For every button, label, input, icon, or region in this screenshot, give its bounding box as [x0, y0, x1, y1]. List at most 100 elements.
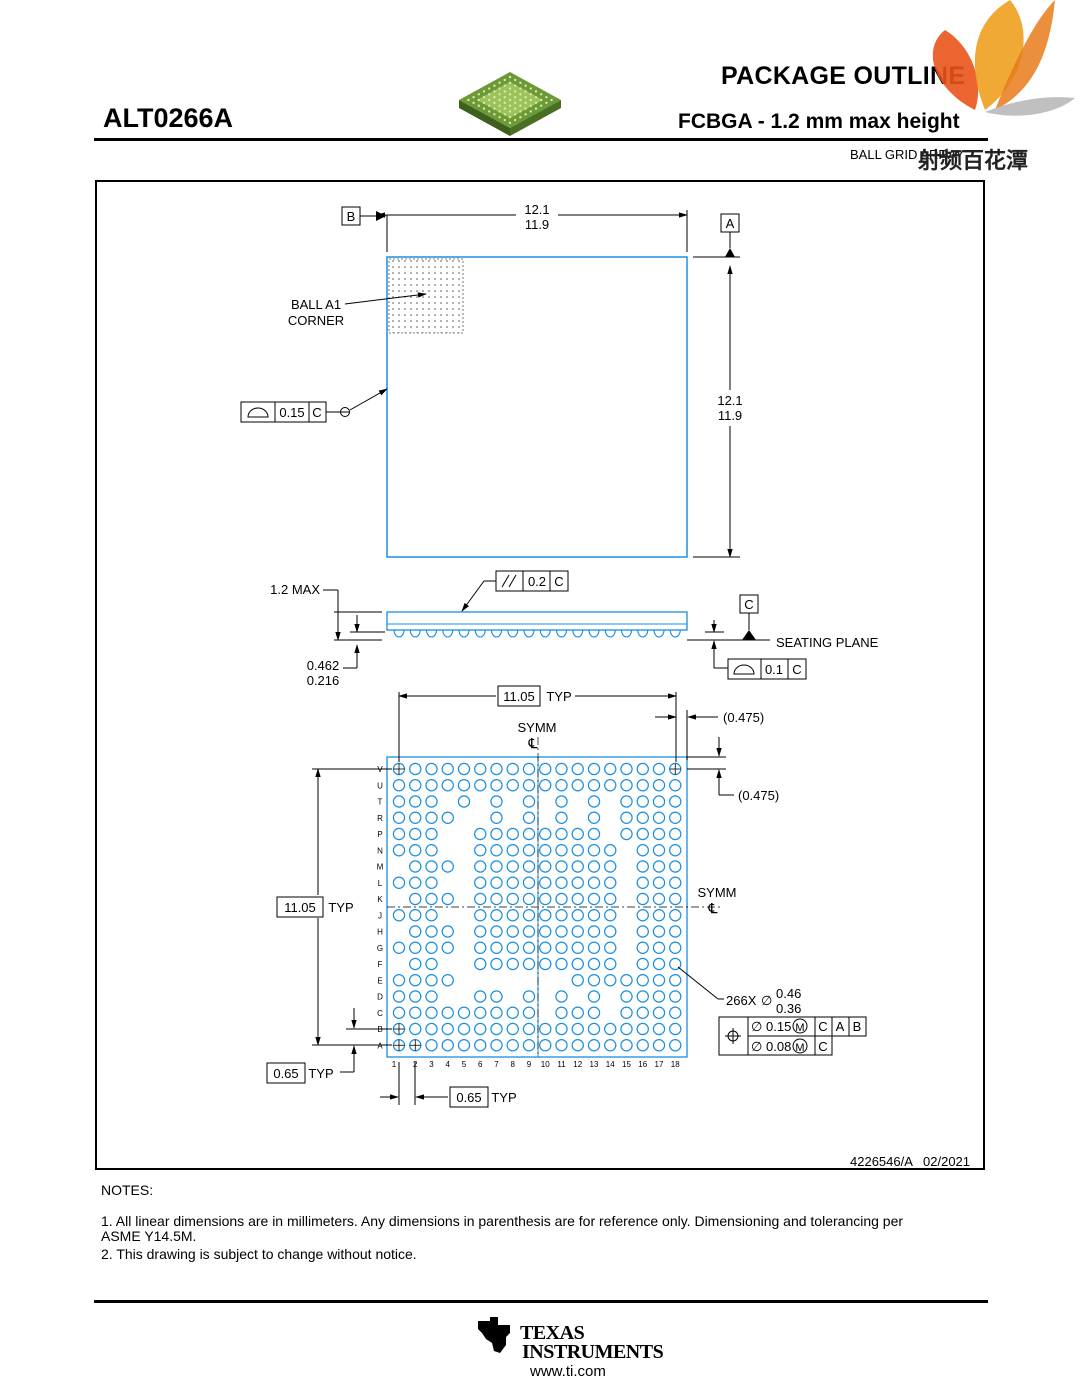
ball [636, 811, 649, 824]
ball [490, 860, 503, 873]
ball [490, 795, 503, 808]
ball [652, 909, 666, 922]
ball [636, 1039, 649, 1052]
width-max: 12.1 [524, 202, 549, 217]
watermark-flower [932, 0, 1075, 116]
centerline-right: ℄ [708, 900, 718, 916]
ball [571, 1039, 584, 1052]
ball [652, 811, 666, 824]
ball [587, 762, 601, 776]
ball [571, 779, 584, 792]
ball [604, 941, 617, 954]
ball [652, 779, 666, 792]
row-label: N [377, 846, 383, 855]
col-labels: 123456789101112131415161718 [392, 1060, 680, 1069]
ball [392, 974, 406, 987]
ball [604, 957, 617, 971]
ball [409, 795, 422, 808]
ball [522, 957, 536, 971]
ball [555, 795, 568, 808]
notes-title: NOTES: [101, 1182, 154, 1198]
ball [409, 762, 422, 776]
ball [652, 1022, 666, 1036]
ball [392, 844, 406, 857]
ball [669, 827, 682, 841]
ball [409, 779, 422, 792]
ball [587, 876, 601, 889]
profile-surface-icon [247, 407, 269, 418]
ball [474, 762, 487, 776]
ball-array [392, 762, 682, 1052]
ball [425, 974, 438, 987]
ball [522, 876, 536, 889]
pitch-h-typ: TYP [491, 1090, 516, 1105]
ball [587, 795, 601, 808]
ball [490, 925, 503, 938]
side-ball [604, 629, 616, 638]
ball [587, 957, 601, 971]
ball [571, 974, 584, 987]
ball [587, 892, 601, 906]
flatness-datum: C [792, 662, 801, 677]
chip-image [459, 72, 561, 136]
ball [539, 876, 552, 889]
ball [490, 827, 503, 841]
ball [587, 1039, 601, 1052]
ball [425, 844, 438, 857]
ball [636, 827, 649, 841]
ball [620, 1022, 633, 1036]
ball [441, 811, 454, 824]
ball [604, 779, 617, 792]
ball [571, 860, 584, 873]
ball [669, 1022, 682, 1036]
ball [571, 876, 584, 889]
row-label: L [378, 879, 383, 888]
height-max: 12.1 [717, 393, 742, 408]
ball [636, 860, 649, 873]
row-label: D [377, 993, 383, 1002]
parallel-datum: C [554, 574, 563, 589]
ball [506, 1022, 519, 1036]
row-labels: VUTRPNMLKJHGFEDCBA [377, 765, 384, 1050]
ball [669, 1006, 682, 1019]
ball [474, 779, 487, 792]
row-label: U [377, 781, 383, 790]
ball [474, 1022, 487, 1036]
ball [652, 762, 666, 776]
svg-text:M: M [795, 1022, 804, 1034]
ball [457, 1022, 471, 1036]
row-label: T [378, 798, 383, 807]
ball [490, 990, 503, 1003]
ball [441, 974, 454, 987]
ball [441, 892, 454, 906]
drawing-frame [95, 180, 985, 1170]
col-label: 12 [573, 1060, 582, 1069]
ball [587, 844, 601, 857]
ball [587, 1022, 601, 1036]
ball [441, 1006, 454, 1019]
ball [425, 957, 438, 971]
ball [474, 925, 487, 938]
ball [636, 762, 649, 776]
ball [506, 957, 519, 971]
ball [620, 974, 633, 987]
ball [490, 1022, 503, 1036]
ball [409, 1006, 422, 1019]
ball [636, 1022, 649, 1036]
ball [571, 1006, 584, 1019]
ball [587, 860, 601, 873]
ball [490, 892, 503, 906]
side-ball [620, 629, 633, 638]
ball [425, 941, 438, 954]
row-label: R [377, 814, 383, 823]
ball [474, 844, 487, 857]
ball [571, 827, 584, 841]
ball [587, 941, 601, 954]
ball [669, 1039, 682, 1052]
ref-h-label: (0.475) [723, 710, 764, 725]
ball [555, 844, 568, 857]
ball [636, 876, 649, 889]
ball-dia-max: 0.46 [776, 986, 801, 1001]
ball [490, 844, 503, 857]
ball [636, 892, 649, 906]
